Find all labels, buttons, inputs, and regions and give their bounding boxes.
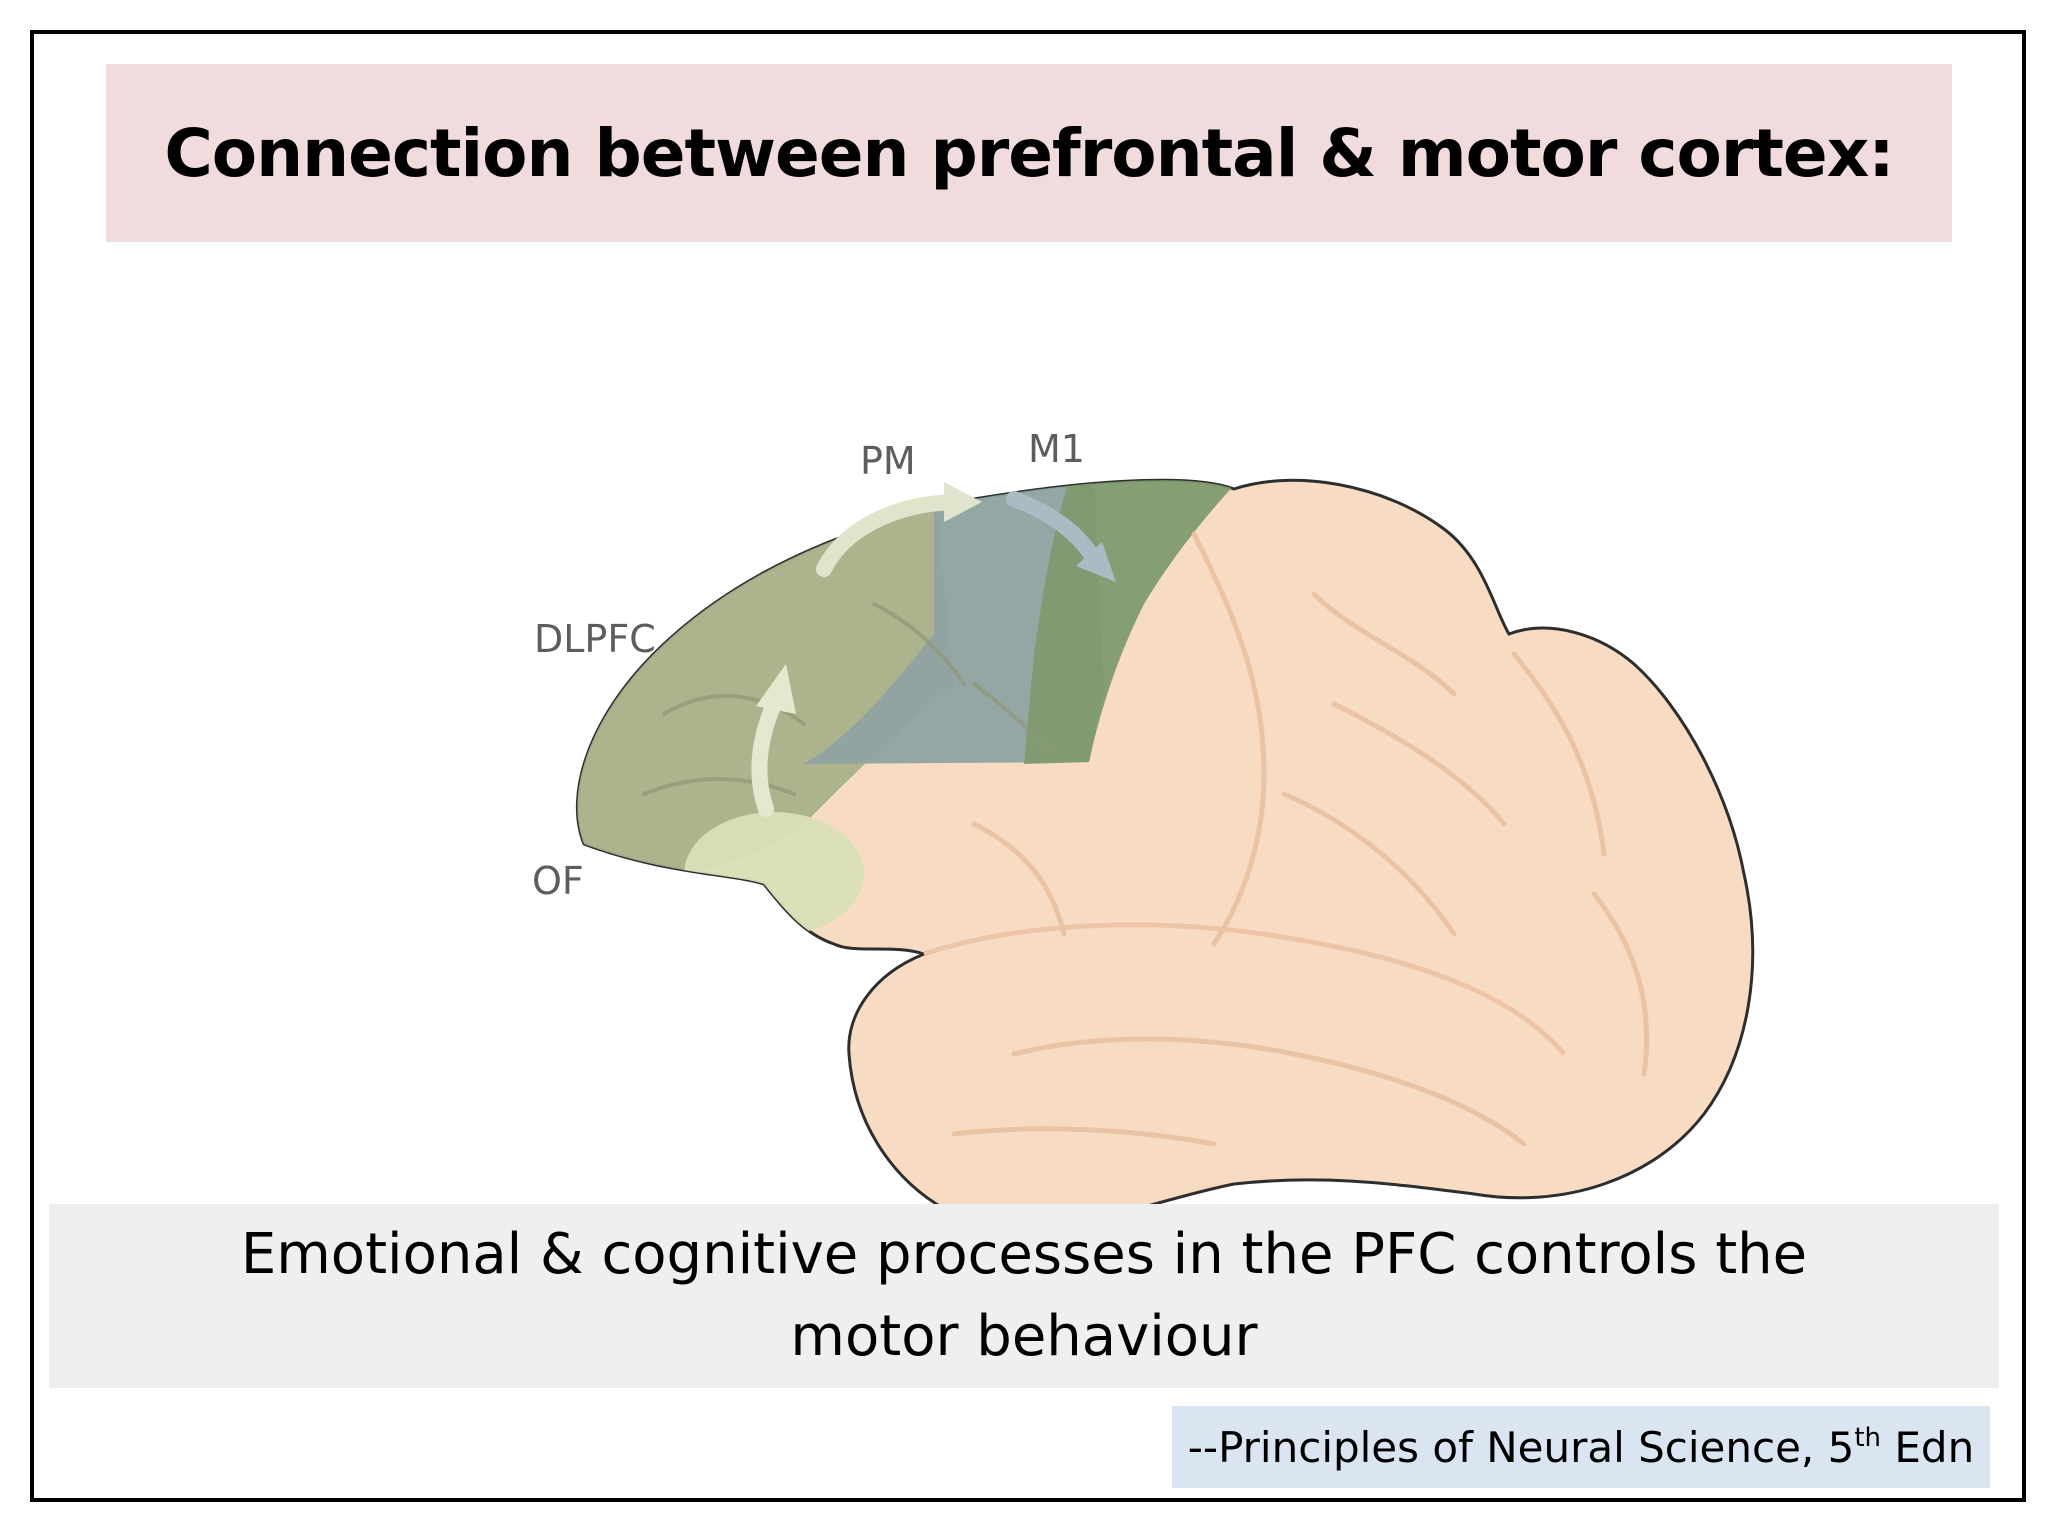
premotor-region	[804, 480, 1104, 764]
slide-title: Connection between prefrontal & motor co…	[164, 114, 1894, 192]
brain-diagram: PM M1 DLPFC OF	[334, 354, 1814, 1254]
label-pm: PM	[860, 439, 916, 483]
frontal-sulci	[642, 602, 1056, 796]
reference-superscript: th	[1854, 1422, 1882, 1453]
title-banner: Connection between prefrontal & motor co…	[106, 64, 1952, 242]
temporal-lobe-contour	[923, 922, 1566, 1056]
sulci-lines	[951, 531, 1649, 1147]
slide: Connection between prefrontal & motor co…	[30, 30, 2026, 1502]
reference-suffix: Edn	[1881, 1422, 1975, 1472]
caption-banner: Emotional & cognitive processes in the P…	[49, 1204, 1999, 1388]
orbitofrontal-region	[684, 812, 864, 936]
reference-banner: --Principles of Neural Science, 5th Edn	[1172, 1406, 1990, 1488]
connection-arrows	[751, 482, 1116, 817]
caption-text: Emotional & cognitive processes in the P…	[240, 1222, 1808, 1369]
reference-text: --Principles of Neural Science, 5th Edn	[1188, 1423, 1974, 1472]
reference-prefix: --Principles of Neural Science, 5	[1187, 1422, 1855, 1472]
label-dlpfc: DLPFC	[534, 617, 656, 661]
brain-illustration: PM M1 DLPFC OF	[532, 427, 1755, 1231]
label-m1: M1	[1028, 427, 1085, 471]
label-of: OF	[532, 859, 584, 903]
motor-region	[1024, 480, 1264, 764]
